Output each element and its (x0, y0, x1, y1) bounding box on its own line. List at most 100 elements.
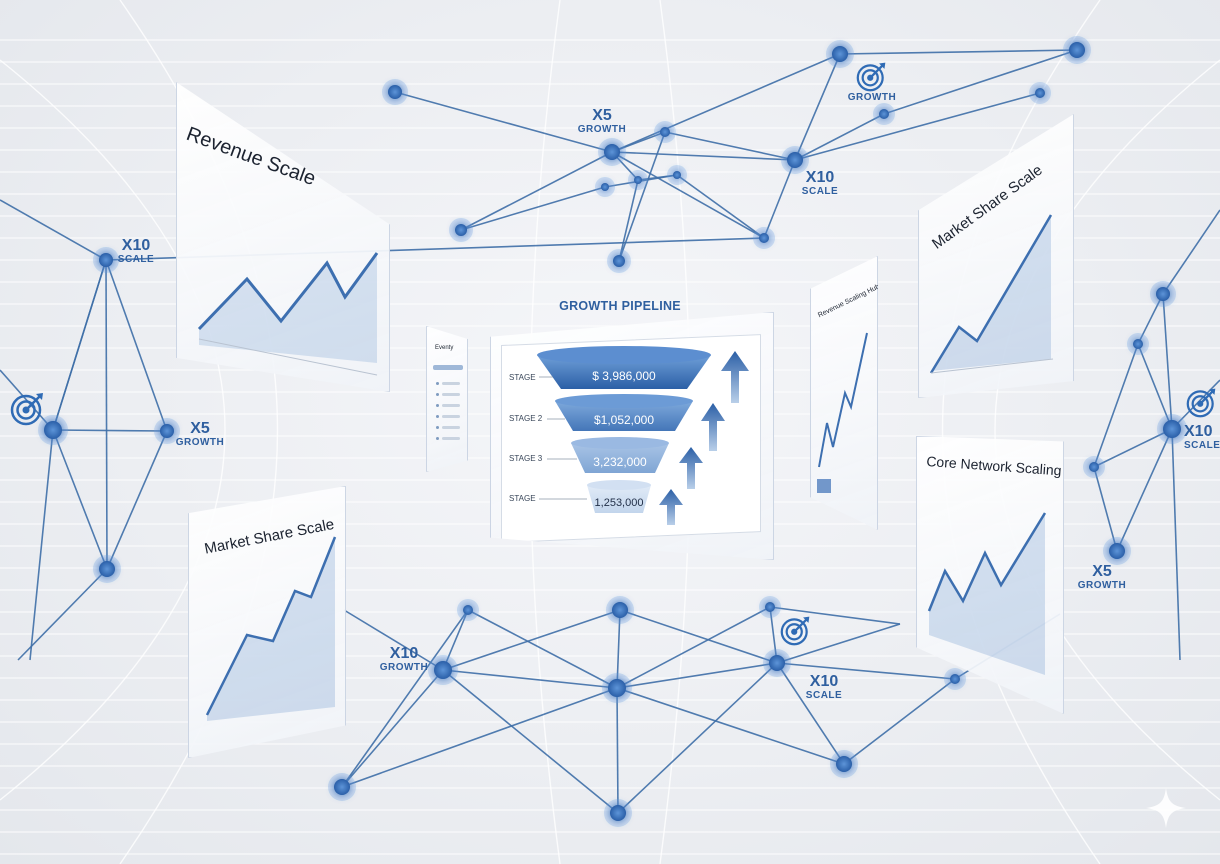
network-node (334, 779, 350, 795)
menu-item[interactable] (442, 382, 460, 385)
network-label-x10-growth-bottom: X10 GROWTH (379, 645, 429, 673)
network-node (610, 805, 626, 821)
network-edge (776, 662, 956, 680)
revenue-scale-line (197, 252, 379, 331)
network-edges (0, 49, 1220, 814)
core-network-chart (927, 512, 1047, 675)
network-edge (611, 131, 666, 153)
network-node (44, 421, 62, 439)
target-arrow-icon (856, 62, 886, 92)
network-edge (442, 669, 618, 689)
network-edge (106, 430, 168, 570)
network-edge (618, 131, 666, 262)
revenue-hub-line (818, 332, 868, 468)
network-edge (1171, 379, 1220, 430)
network-node (601, 183, 609, 191)
network-node (1089, 462, 1099, 472)
network-node (832, 46, 848, 62)
network-label-x5-growth-right: X5 GROWTH (1077, 563, 1127, 591)
network-edge (442, 669, 619, 814)
up-arrow-icon (701, 403, 725, 451)
network-edge (343, 609, 444, 671)
funnel-stage-1-top (537, 346, 711, 364)
network-node (612, 602, 628, 618)
network-label-growth-top-right: GROWTH (847, 92, 897, 103)
network-edge (616, 662, 778, 689)
grid-curve (941, 0, 1101, 864)
network-edge (1093, 343, 1139, 468)
funnel-stage-4-value: 1,253,000 (594, 497, 644, 509)
network-edge (794, 92, 1041, 161)
network-label-x5-growth-left: X5 GROWTH (175, 420, 225, 448)
market-share-left-line (205, 536, 337, 716)
network-node (660, 127, 670, 137)
network-node (160, 424, 174, 438)
grid-curve (994, 59, 1220, 801)
network-edge (664, 131, 796, 161)
network-edge (341, 687, 618, 788)
funnel-stage-4-top (587, 480, 651, 490)
network-edge (794, 113, 885, 161)
growth-pipeline-panel: STAGE STAGE 2 STAGE 3 STAGE $ 3,986,000 … (490, 312, 774, 560)
market-share-left-chart (205, 536, 337, 721)
network-node (1163, 420, 1181, 438)
network-edge (619, 609, 778, 664)
up-arrow-icon (659, 489, 683, 525)
funnel-stage-3 (571, 443, 669, 473)
network-edge (1162, 209, 1220, 295)
network-node (1156, 287, 1170, 301)
network-node (608, 679, 626, 697)
network-edge (17, 568, 108, 661)
network-edge (843, 678, 956, 765)
menu-item[interactable] (442, 404, 460, 407)
network-edge (611, 53, 841, 153)
menu-item[interactable] (442, 426, 460, 429)
core-network-area (929, 513, 1045, 675)
network-edge (442, 609, 621, 671)
network-edge (1137, 343, 1173, 430)
network-label-x10-scale-top: X10 SCALE (801, 169, 839, 197)
revenue-scale-baseline (198, 338, 378, 376)
network-edge (676, 174, 765, 239)
network-node (787, 152, 803, 168)
funnel-stage-4-label: STAGE (509, 494, 536, 503)
network-node (455, 224, 467, 236)
sparkle-icon (1146, 788, 1186, 828)
menu-dot (436, 426, 439, 429)
funnel-stage-3-value: 3,232,000 (593, 455, 647, 469)
network-edge (394, 91, 613, 153)
revenue-hub-panel: Revenue Scaling Hub (810, 256, 878, 530)
menu-dot (436, 382, 439, 385)
pipeline-title: GROWTH PIPELINE (559, 299, 681, 313)
network-edge (105, 259, 108, 570)
menu-item[interactable] (442, 415, 460, 418)
network-edge (52, 429, 108, 570)
menu-item-active[interactable] (433, 365, 463, 370)
network-node (950, 674, 960, 684)
network-node (463, 605, 473, 615)
network-node (634, 176, 642, 184)
target-arrow-icon (780, 616, 810, 646)
network-edge (460, 151, 613, 231)
menu-dot (436, 393, 439, 396)
network-edge (611, 151, 765, 239)
network-nodes (38, 36, 1187, 827)
pipeline-funnel (537, 346, 749, 525)
menu-item[interactable] (442, 437, 460, 440)
market-share-right-area (931, 215, 1051, 373)
network-edge (616, 687, 619, 814)
network-edge (442, 609, 469, 671)
menu-item[interactable] (442, 393, 460, 396)
network-edge (0, 199, 107, 261)
network-edge (1116, 428, 1173, 552)
network-edge (1162, 293, 1173, 430)
network-node (99, 253, 113, 267)
network-edge (616, 609, 621, 689)
network-node (434, 661, 452, 679)
network-edge (1093, 428, 1173, 468)
funnel-stage-3-label: STAGE 3 (509, 454, 543, 463)
network-label-x5-growth-top: X5 GROWTH (577, 107, 627, 135)
funnel-stage-2-label: STAGE 2 (509, 414, 543, 423)
funnel-stage-3-top (571, 437, 669, 449)
